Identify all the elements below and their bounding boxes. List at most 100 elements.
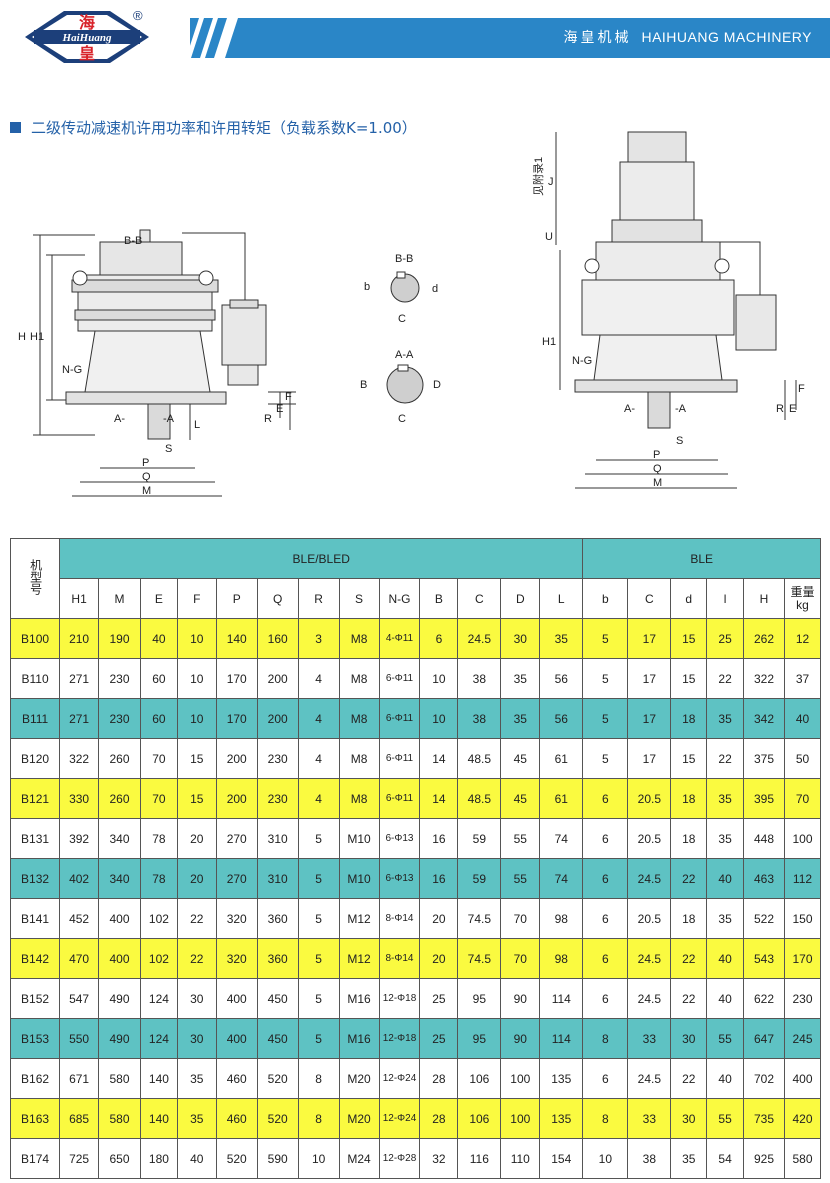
- table-cell: 180: [140, 1138, 178, 1179]
- table-cell: 24.5: [627, 938, 672, 979]
- table-cell: 61: [539, 738, 584, 779]
- label-e-right: E: [789, 403, 796, 415]
- table-cell: 12-Φ28: [378, 1138, 421, 1179]
- column-header: C: [627, 578, 672, 619]
- table-cell: 24.5: [627, 858, 672, 899]
- table-cell: 230: [256, 738, 299, 779]
- table-cell: 98: [539, 938, 584, 979]
- table-cell: 4: [297, 778, 340, 819]
- table-cell: 685: [59, 1098, 100, 1139]
- table-cell: 392: [59, 818, 100, 859]
- table-cell: 45: [500, 738, 541, 779]
- table-cell: 38: [627, 1138, 672, 1179]
- table-cell: 5: [297, 858, 340, 899]
- group-ble-header: BLE: [582, 538, 821, 579]
- table-cell: 10: [582, 1138, 629, 1179]
- table-cell: 8-Φ14: [378, 938, 421, 979]
- table-cell: 520: [215, 1138, 258, 1179]
- table-cell: 17: [627, 698, 672, 739]
- section-label-d2: D: [433, 379, 441, 391]
- table-cell: 135: [539, 1098, 584, 1139]
- label-a-right-right: -A: [675, 403, 687, 415]
- table-cell: 322: [743, 658, 785, 699]
- table-cell: 17: [627, 658, 672, 699]
- table-cell: 160: [256, 618, 299, 659]
- table-cell: 647: [743, 1018, 785, 1059]
- model-cell: B141: [9, 898, 61, 939]
- table-cell: 28: [419, 1058, 459, 1099]
- table-cell: 5: [582, 698, 629, 739]
- table-cell: 54: [706, 1138, 745, 1179]
- table-cell: 400: [98, 898, 141, 939]
- table-cell: M8: [338, 778, 380, 819]
- table-cell: 30: [670, 1098, 708, 1139]
- weight-header-bottom: kg: [796, 597, 809, 612]
- table-cell: 6: [582, 778, 629, 819]
- table-cell: 35: [500, 698, 541, 739]
- table-cell: 12-Φ18: [378, 978, 421, 1019]
- table-cell: 22: [670, 978, 708, 1019]
- table-cell: 4: [297, 738, 340, 779]
- table-cell: 17: [627, 618, 672, 659]
- label-p: P: [142, 457, 149, 469]
- table-cell: 448: [743, 818, 785, 859]
- table-cell: 10: [176, 698, 217, 739]
- column-header: H1: [59, 578, 100, 619]
- table-cell: 20.5: [627, 778, 672, 819]
- table-cell: 102: [140, 898, 178, 939]
- table-cell: 40: [706, 938, 745, 979]
- section-bb-title: B-B: [395, 253, 413, 265]
- table-cell: 24.5: [457, 618, 502, 659]
- table-cell: 590: [256, 1138, 299, 1179]
- table-cell: 230: [98, 698, 141, 739]
- table-cell: 24.5: [627, 1058, 672, 1099]
- table-cell: 420: [783, 1098, 822, 1139]
- table-cell: M8: [338, 618, 380, 659]
- table-cell: 6: [582, 898, 629, 939]
- table-cell: 6-Φ11: [378, 738, 421, 779]
- table-cell: 340: [98, 858, 141, 899]
- table-cell: 35: [176, 1098, 217, 1139]
- table-cell: 40: [783, 698, 822, 739]
- section-label-c1: C: [398, 313, 406, 325]
- table-cell: 25: [419, 1018, 459, 1059]
- table-cell: 124: [140, 978, 178, 1019]
- table-cell: 340: [98, 818, 141, 859]
- table-cell: 925: [743, 1138, 785, 1179]
- logo-char-top: 海: [79, 13, 95, 32]
- table-cell: 262: [743, 618, 785, 659]
- table-cell: 260: [98, 778, 141, 819]
- column-header: N-G: [378, 578, 421, 619]
- table-cell: 580: [98, 1098, 141, 1139]
- table-cell: M8: [338, 698, 380, 739]
- table-cell: 20: [176, 818, 217, 859]
- table-cell: 25: [419, 978, 459, 1019]
- table-cell: 20: [419, 938, 459, 979]
- table-cell: 35: [539, 618, 584, 659]
- table-cell: 35: [176, 1058, 217, 1099]
- table-cell: 74: [539, 818, 584, 859]
- table-cell: 310: [256, 858, 299, 899]
- table-cell: M20: [338, 1098, 380, 1139]
- table-cell: 200: [256, 658, 299, 699]
- table-cell: 490: [98, 978, 141, 1019]
- label-u: U: [545, 231, 553, 243]
- column-header: E: [140, 578, 178, 619]
- label-m: M: [142, 485, 151, 497]
- title-bullet-icon: [10, 122, 21, 133]
- table-cell: 15: [670, 738, 708, 779]
- label-a-left-right: A-: [624, 403, 635, 415]
- table-cell: 725: [59, 1138, 100, 1179]
- model-cell: B153: [9, 1018, 61, 1059]
- table-cell: 20: [176, 858, 217, 899]
- table-cell: 70: [500, 898, 541, 939]
- table-cell: M8: [338, 738, 380, 779]
- model-cell: B163: [9, 1098, 61, 1139]
- table-cell: 124: [140, 1018, 178, 1059]
- table-cell: 6: [582, 938, 629, 979]
- table-cell: 14: [419, 778, 459, 819]
- table-cell: 6: [419, 618, 459, 659]
- table-cell: 6-Φ13: [378, 858, 421, 899]
- model-cell: B111: [9, 698, 61, 739]
- table-cell: 20: [419, 898, 459, 939]
